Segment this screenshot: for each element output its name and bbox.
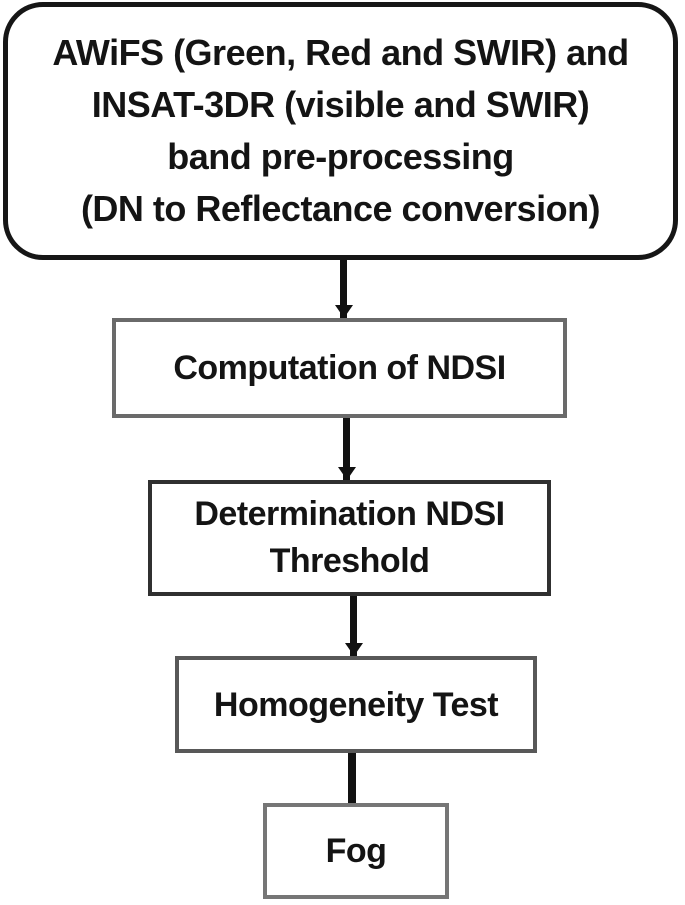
arrow-down-icon	[345, 643, 363, 656]
edge-computation-to-threshold	[343, 418, 350, 480]
flow-node-ndsi-threshold: Determination NDSI Threshold	[148, 480, 551, 596]
node-text-line: Computation of NDSI	[173, 349, 506, 387]
node-text-line: Determination NDSI	[194, 495, 505, 533]
flow-node-preprocessing: AWiFS (Green, Red and SWIR) and INSAT-3D…	[3, 2, 678, 260]
node-text-line: Fog	[325, 832, 387, 870]
edge-preprocessing-to-computation	[340, 260, 347, 318]
node-text-line: AWiFS (Green, Red and SWIR) and	[52, 32, 629, 73]
node-text-line: (DN to Reflectance conversion)	[80, 188, 601, 229]
edge-homogeneity-to-fog	[348, 753, 356, 803]
node-text-line: band pre-processing	[167, 136, 514, 177]
edge-threshold-to-homogeneity	[350, 596, 357, 656]
flow-node-fog: Fog	[263, 803, 449, 899]
node-text-line: Threshold	[269, 542, 430, 580]
flow-node-computation-ndsi: Computation of NDSI	[112, 318, 567, 418]
flow-node-homogeneity-test: Homogeneity Test	[175, 656, 537, 753]
arrow-down-icon	[335, 305, 353, 318]
node-text-line: Homogeneity Test	[213, 685, 499, 724]
arrow-down-icon	[338, 467, 356, 480]
node-text-line: INSAT-3DR (visible and SWIR)	[91, 84, 590, 125]
